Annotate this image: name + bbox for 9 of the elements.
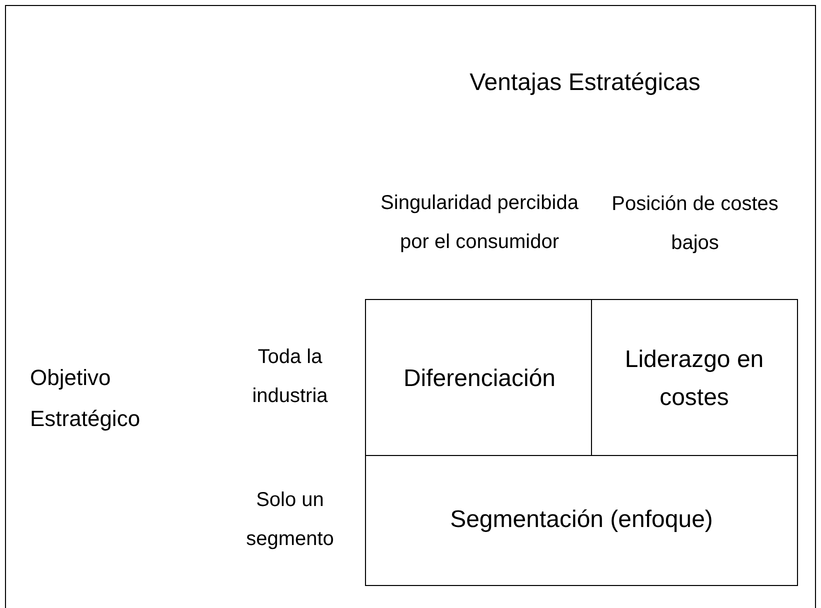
row-header: Solo un segmento <box>245 488 335 552</box>
strategy-cell: Liderazgo en costes <box>590 299 798 458</box>
axis-title: Objetivo Estratégico <box>30 364 142 433</box>
axis-title: Ventajas Estratégicas <box>468 68 702 98</box>
strategy-cell: Diferenciación <box>365 299 594 458</box>
strategy-cell: Segmentación (enfoque) <box>365 454 798 586</box>
column-header: Posición de costes bajos <box>610 192 780 256</box>
column-header: Singularidad percibida por el consumidor <box>380 191 580 255</box>
row-header: Toda la industria <box>251 345 329 409</box>
